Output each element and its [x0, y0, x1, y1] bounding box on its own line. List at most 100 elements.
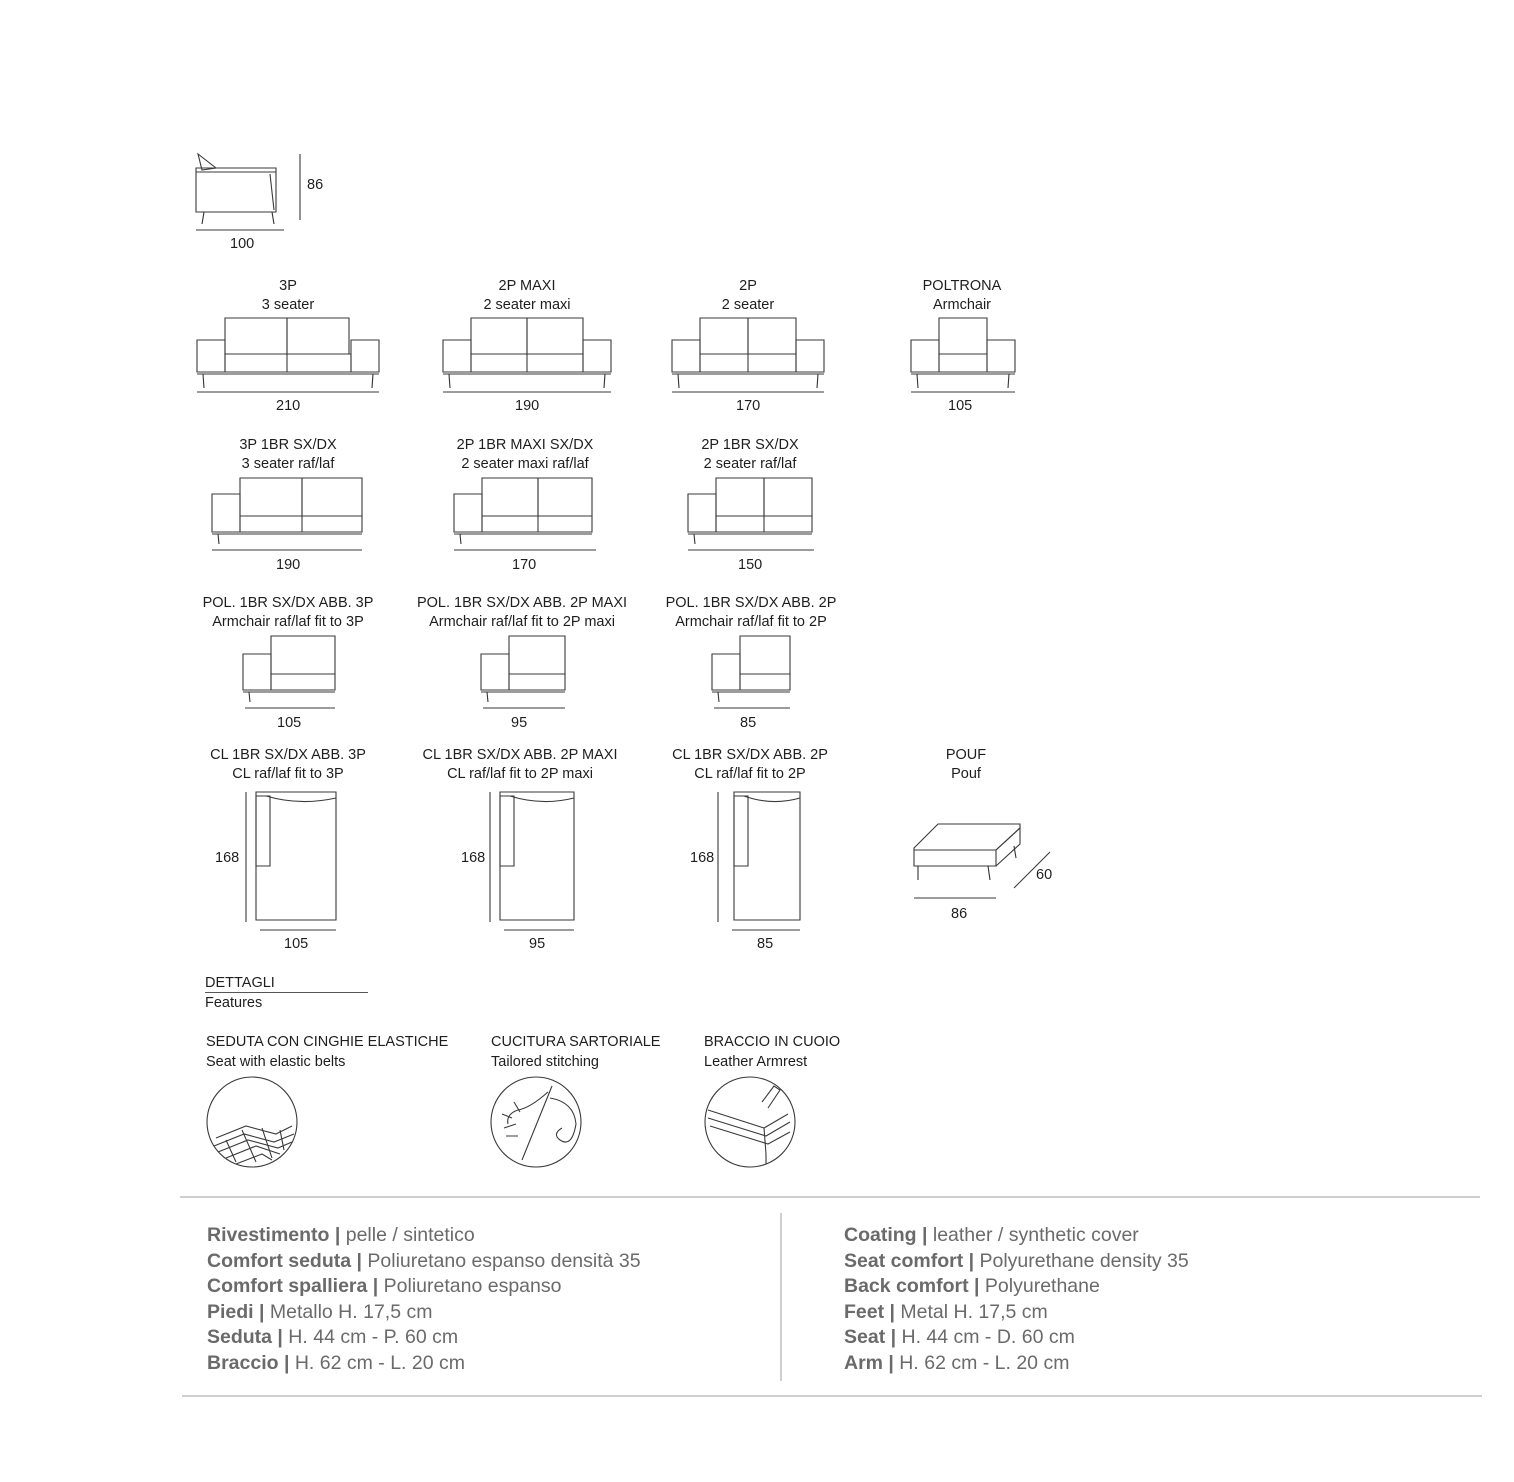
product-pol-1br-2p-maxi-name-en: Armchair raf/laf fit to 2P maxi — [429, 614, 615, 630]
features-heading-it: DETTAGLI — [205, 975, 275, 991]
tailored-stitching-icon — [490, 1076, 582, 1168]
spec-it-key: Rivestimento | — [207, 1224, 341, 1246]
sofa-2p-1br-width: 150 — [738, 557, 763, 573]
pouf-drawing — [913, 823, 1051, 899]
product-pouf-title: POUF Pouf — [866, 746, 1066, 784]
product-cl-2p-maxi-name-it: CL 1BR SX/DX ABB. 2P MAXI — [422, 747, 618, 763]
feature-elastic-belts-title: SEDUTA CON CINGHIE ELASTICHE Seat with e… — [206, 1032, 448, 1072]
spec-en-row: Seat | H. 44 cm - D. 60 cm — [844, 1325, 1189, 1351]
chaise-2p-width: 85 — [757, 936, 774, 952]
product-2p-name-en: 2 seater — [721, 297, 775, 313]
features-heading: DETTAGLI Features — [205, 973, 275, 1013]
product-2p-1br-name-en: 2 seater raf/laf — [703, 456, 797, 472]
spec-it-key: Braccio | — [207, 1351, 290, 1374]
armchair-1br-2p-maxi-drawing — [480, 635, 566, 709]
product-pouf-name-en: Pouf — [951, 766, 981, 782]
product-pol-1br-3p-name-it: POL. 1BR SX/DX ABB. 3P — [202, 595, 374, 611]
spec-en-key: Seat | — [844, 1326, 897, 1348]
armchair-1br-2p-width: 85 — [740, 715, 757, 731]
spec-en-key: Seat comfort | — [844, 1249, 975, 1272]
spec-it-key: Comfort spalliera | — [207, 1275, 379, 1297]
product-pol-1br-2p-name-it: POL. 1BR SX/DX ABB. 2P — [665, 595, 837, 611]
product-cl-2p-maxi-name-en: CL raf/laf fit to 2P maxi — [447, 766, 593, 782]
spec-it-key: Seduta | — [207, 1326, 283, 1348]
product-pol-1br-2p-maxi-title: POL. 1BR SX/DX ABB. 2P MAXI Armchair raf… — [412, 594, 632, 632]
spec-it-value: H. 44 cm - P. 60 cm — [282, 1326, 459, 1348]
sofa-3p-width: 210 — [276, 398, 301, 414]
spec-it-row: Braccio | H. 62 cm - L. 20 cm — [207, 1351, 641, 1377]
spec-en-key: Back comfort | — [844, 1275, 980, 1297]
spec-it-row: Comfort seduta | Poliuretano espanso den… — [207, 1249, 641, 1275]
sofa-3p-1br-drawing — [211, 477, 363, 551]
product-cl-3p-title: CL 1BR SX/DX ABB. 3P CL raf/laf fit to 3… — [188, 746, 388, 784]
spec-en-key: Feet | — [844, 1300, 895, 1323]
chaise-2p-depth: 168 — [690, 850, 715, 866]
sofa-2p-width: 170 — [736, 398, 761, 414]
feature-elastic-belts-en: Seat with elastic belts — [206, 1054, 346, 1070]
specs-column-divider — [780, 1213, 782, 1381]
product-3p-name-en: 3 seater — [261, 297, 315, 313]
features-heading-rule — [205, 992, 368, 993]
side-view-width: 100 — [230, 236, 255, 252]
pouf-width: 86 — [951, 906, 968, 922]
product-cl-2p-maxi-title: CL 1BR SX/DX ABB. 2P MAXI CL raf/laf fit… — [420, 746, 620, 784]
chaise-2p-maxi-width: 95 — [529, 936, 546, 952]
spec-it-key: Comfort seduta | — [207, 1249, 362, 1272]
spec-en-row: Feet | Metal H. 17,5 cm — [844, 1300, 1189, 1326]
product-2p-1br-name-it: 2P 1BR SX/DX — [701, 437, 799, 453]
product-2p-1br-maxi-name-en: 2 seater maxi raf/laf — [461, 456, 589, 472]
spec-en-row: Seat comfort | Polyurethane density 35 — [844, 1249, 1189, 1275]
spec-en-value: Polyurethane density 35 — [974, 1249, 1189, 1272]
sofa-2p-drawing — [671, 317, 825, 393]
feature-leather-arm-en: Leather Armrest — [704, 1054, 808, 1070]
spec-it-value: Poliuretano espanso — [378, 1275, 562, 1297]
chaise-3p-width: 105 — [284, 936, 309, 952]
spec-it-row: Piedi | Metallo H. 17,5 cm — [207, 1300, 641, 1326]
product-pol-1br-2p-title: POL. 1BR SX/DX ABB. 2P Armchair raf/laf … — [651, 594, 851, 632]
spec-it-row: Rivestimento | pelle / sintetico — [207, 1223, 641, 1249]
spec-en-value: Polyurethane — [979, 1275, 1100, 1297]
product-cl-3p-name-it: CL 1BR SX/DX ABB. 3P — [210, 747, 366, 763]
product-3p-1br-name-en: 3 seater raf/laf — [241, 456, 335, 472]
product-pol-1br-3p-title: POL. 1BR SX/DX ABB. 3P Armchair raf/laf … — [188, 594, 388, 632]
feature-elastic-belts-it: SEDUTA CON CINGHIE ELASTICHE — [206, 1034, 449, 1050]
elastic-belts-icon — [206, 1076, 298, 1168]
product-3p-1br-name-it: 3P 1BR SX/DX — [239, 437, 337, 453]
spec-it-row: Comfort spalliera | Poliuretano espanso — [207, 1274, 641, 1300]
sofa-2p-1br-maxi-drawing — [453, 477, 596, 551]
product-2p-maxi-title: 2P MAXI 2 seater maxi — [427, 277, 627, 315]
spec-it-value: Poliuretano espanso densità 35 — [361, 1249, 641, 1272]
feature-stitching-it: CUCITURA SARTORIALE — [491, 1034, 661, 1050]
spec-it-value: pelle / sintetico — [340, 1224, 475, 1246]
spec-en-key: Coating | — [844, 1224, 928, 1246]
product-2p-1br-maxi-name-it: 2P 1BR MAXI SX/DX — [456, 437, 594, 453]
armchair-1br-3p-drawing — [242, 635, 336, 709]
spec-en-value: leather / synthetic cover — [927, 1224, 1139, 1246]
spec-it-value: H. 62 cm - L. 20 cm — [289, 1351, 465, 1374]
product-poltrona-name-en: Armchair — [932, 297, 991, 313]
chaise-2p-maxi-drawing — [489, 791, 575, 931]
sofa-3p-drawing — [196, 317, 380, 393]
product-3p-title: 3P 3 seater — [188, 277, 388, 315]
side-view-height: 86 — [307, 177, 324, 193]
specs-italian: Rivestimento | pelle / sintetico Comfort… — [207, 1223, 641, 1376]
spec-it-value: Metallo H. 17,5 cm — [264, 1300, 433, 1323]
specs-english: Coating | leather / synthetic cover Seat… — [844, 1223, 1189, 1376]
feature-leather-arm-it: BRACCIO IN CUOIO — [704, 1034, 841, 1050]
product-poltrona-title: POLTRONA Armchair — [862, 277, 1062, 315]
spec-en-row: Back comfort | Polyurethane — [844, 1274, 1189, 1300]
feature-leather-arm-title: BRACCIO IN CUOIO Leather Armrest — [704, 1032, 840, 1072]
product-3p-name-it: 3P — [279, 278, 297, 294]
product-pol-1br-3p-name-en: Armchair raf/laf fit to 3P — [212, 614, 364, 630]
product-cl-2p-name-it: CL 1BR SX/DX ABB. 2P — [672, 747, 828, 763]
product-cl-3p-name-en: CL raf/laf fit to 3P — [232, 766, 344, 782]
specs-bottom-divider — [182, 1395, 1482, 1397]
product-2p-1br-title: 2P 1BR SX/DX 2 seater raf/laf — [650, 436, 850, 474]
product-2p-name-it: 2P — [739, 278, 757, 294]
side-view-drawing — [195, 152, 301, 231]
sofa-2p-maxi-drawing — [442, 317, 612, 393]
chaise-3p-drawing — [245, 791, 337, 931]
spec-en-row: Coating | leather / synthetic cover — [844, 1223, 1189, 1249]
sofa-2p-maxi-width: 190 — [515, 398, 540, 414]
features-heading-en: Features — [205, 995, 263, 1011]
